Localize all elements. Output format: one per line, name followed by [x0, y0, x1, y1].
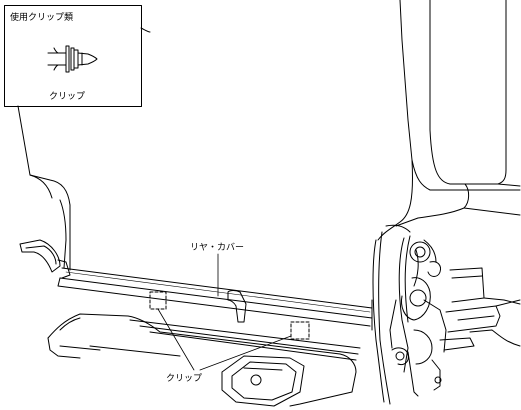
rear-cover-label: リヤ・カバー: [190, 242, 244, 253]
lower-cover-tray: [47, 313, 361, 407]
recliner-mechanism: [372, 224, 447, 405]
clip-location-marker: [290, 321, 310, 340]
callout-leaders: [157, 253, 292, 371]
legend-title: 使用クリップ類: [10, 11, 73, 23]
left-hook-bracket: [19, 239, 71, 279]
clip-icon: [47, 45, 98, 73]
legend-clip-label: クリップ: [49, 91, 85, 102]
clip-location-marker: [149, 291, 167, 310]
lower-foot-bolt: [221, 355, 305, 407]
clip-legend-box: 使用クリップ類 クリップ: [4, 5, 142, 107]
seat-cushion-outline: [17, 27, 151, 271]
seat-back-outline: [377, 0, 521, 241]
clip-label: クリップ: [166, 373, 202, 384]
rear-cover-rail: [57, 267, 373, 331]
side-lever: [439, 267, 521, 351]
clip-leader-left: [157, 308, 195, 371]
clip-leader-right: [199, 335, 292, 371]
